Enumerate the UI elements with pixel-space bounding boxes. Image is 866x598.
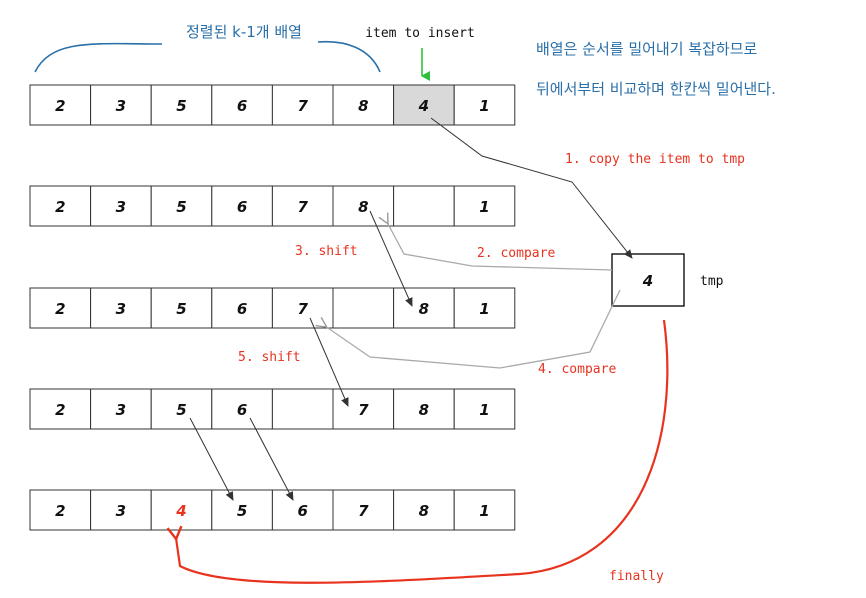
item-to-insert-label: item to insert bbox=[365, 26, 475, 41]
array-cell-value: 1 bbox=[479, 97, 489, 115]
shift-arrow-6 bbox=[249, 417, 294, 501]
array-cell bbox=[29, 388, 92, 430]
step4-label: 4. compare bbox=[538, 362, 616, 377]
array-cell-value: 3 bbox=[116, 401, 126, 419]
array-cell bbox=[150, 185, 213, 227]
array-cell-value: 2 bbox=[55, 97, 65, 115]
array-cell-value: 4 bbox=[175, 502, 186, 520]
note-line-1: 배열은 순서를 밀어내기 복잡하므로 bbox=[536, 40, 758, 58]
shift-arrow-8 bbox=[369, 210, 413, 307]
array-cell-value: 8 bbox=[358, 198, 368, 216]
array-cell-value: 8 bbox=[419, 502, 429, 520]
array-cell bbox=[271, 489, 334, 531]
step5-label: 5. shift bbox=[238, 350, 301, 365]
note-line-2: 뒤에서부터 비교하며 한칸씩 밀어낸다. bbox=[536, 80, 776, 98]
tmp-box bbox=[611, 253, 685, 307]
array-cell-value: 3 bbox=[116, 300, 126, 318]
array-cell bbox=[150, 287, 213, 329]
array-cell bbox=[393, 185, 455, 227]
array-cell bbox=[90, 185, 152, 227]
tmp-value: 4 bbox=[642, 272, 653, 290]
array-cell bbox=[453, 287, 516, 329]
array-cell bbox=[453, 185, 516, 227]
array-cell-value: 8 bbox=[419, 401, 429, 419]
array-cell bbox=[90, 489, 152, 531]
array-cell bbox=[332, 489, 395, 531]
array-cell-value: 1 bbox=[479, 502, 489, 520]
sorted-brace-right bbox=[317, 40, 381, 73]
array-cell bbox=[453, 489, 516, 531]
array-cell bbox=[211, 388, 273, 430]
array-cell-value: 5 bbox=[176, 401, 186, 419]
array-cell bbox=[29, 185, 92, 227]
array-cell-value: 5 bbox=[176, 97, 186, 115]
array-cell bbox=[453, 84, 516, 126]
step3-label: 3. shift bbox=[295, 244, 358, 259]
array-cell-value: 7 bbox=[358, 502, 369, 520]
step1-label: 1. copy the item to tmp bbox=[565, 152, 745, 167]
array-cell-value: 8 bbox=[419, 300, 429, 318]
array-cell bbox=[393, 287, 455, 329]
array-cell bbox=[90, 84, 152, 126]
copy-to-tmp-arrow bbox=[430, 117, 633, 259]
array-cell-value: 5 bbox=[237, 502, 247, 520]
array-cell-value: 2 bbox=[55, 300, 65, 318]
array-cell-value: 7 bbox=[297, 300, 308, 318]
shift-arrow-7 bbox=[309, 317, 349, 407]
array-cell bbox=[211, 287, 273, 329]
shift-arrow-5 bbox=[189, 417, 234, 501]
sorted-brace bbox=[34, 42, 163, 73]
array-cell-value: 4 bbox=[418, 97, 429, 115]
array-rows: 2 3 5 6 7 8 4 1 2 3 5 6 7 8 1 2 3 5 6 7 8 1 2 3 5 6 7 8 1 2 3 4 5 6 7 8 1 bbox=[29, 84, 516, 531]
array-cell-value: 3 bbox=[116, 97, 126, 115]
array-cell-value: 6 bbox=[237, 401, 247, 419]
sorted-label: 정렬된 k-1개 배열 bbox=[186, 23, 302, 41]
compare-arrow-2 bbox=[325, 289, 621, 369]
array-cell-value: 7 bbox=[358, 401, 369, 419]
final-insert-arrow bbox=[176, 319, 669, 584]
array-cell bbox=[393, 489, 455, 531]
array-cell bbox=[332, 287, 395, 329]
finally-label: finally bbox=[609, 569, 664, 584]
array-cell-value: 1 bbox=[479, 198, 489, 216]
array-cell-value: 2 bbox=[55, 401, 65, 419]
array-cell-value: 3 bbox=[116, 502, 126, 520]
array-cell bbox=[90, 388, 152, 430]
array-cell-value: 1 bbox=[479, 300, 489, 318]
array-cell-value: 8 bbox=[358, 97, 368, 115]
array-cell-value: 6 bbox=[237, 300, 247, 318]
array-cell bbox=[453, 388, 516, 430]
array-cell-value: 2 bbox=[55, 502, 65, 520]
array-cell-value: 5 bbox=[176, 300, 186, 318]
array-cell bbox=[332, 84, 395, 126]
array-cell-value: 7 bbox=[297, 97, 308, 115]
array-cell-value: 6 bbox=[237, 97, 247, 115]
array-cell-value: 2 bbox=[55, 198, 65, 216]
compare-arrow-1 bbox=[387, 222, 613, 271]
array-cell bbox=[29, 489, 92, 531]
array-cell bbox=[150, 489, 213, 531]
array-cell-value: 6 bbox=[297, 502, 307, 520]
array-cell bbox=[90, 287, 152, 329]
array-cell-value: 3 bbox=[116, 198, 126, 216]
array-cell-value: 1 bbox=[479, 401, 489, 419]
array-cell bbox=[271, 185, 334, 227]
step2-label: 2. compare bbox=[477, 246, 555, 261]
array-cell-value: 7 bbox=[297, 198, 308, 216]
array-cell bbox=[211, 489, 273, 531]
array-cell bbox=[150, 84, 213, 126]
array-cell-value: 5 bbox=[176, 198, 186, 216]
tmp-label: tmp bbox=[700, 274, 724, 289]
array-cell-value: 6 bbox=[237, 198, 247, 216]
array-cell bbox=[29, 287, 92, 329]
array-cell bbox=[271, 388, 334, 430]
array-cell bbox=[393, 388, 455, 430]
